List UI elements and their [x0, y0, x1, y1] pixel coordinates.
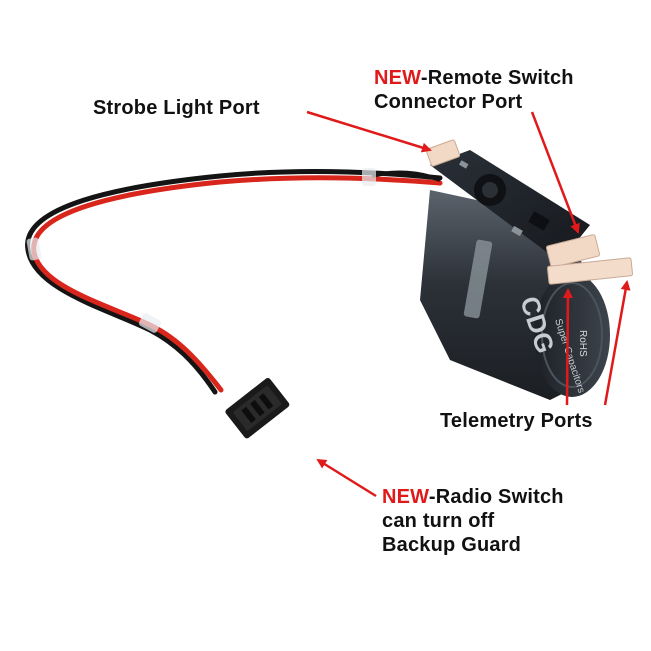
remote-switch-connector [546, 234, 600, 268]
new-tag: NEW [382, 486, 429, 508]
new-tag: NEW [374, 67, 421, 89]
wire-black-lower [371, 170, 441, 182]
sleeve [138, 313, 162, 333]
arrow-telemetry-left [562, 288, 573, 406]
arrow-telemetry-right [603, 280, 631, 406]
capacitor-end [534, 273, 610, 397]
arrow-strobe [306, 110, 432, 153]
arrow-radio [316, 458, 377, 498]
strobe-connector [425, 139, 461, 167]
arrow-remote [530, 111, 580, 234]
arrow-icon [306, 110, 631, 498]
cable [25, 168, 443, 395]
wire-red [31, 175, 443, 393]
remote-switch-label: NEW-Remote Switch Connector Port [374, 67, 574, 113]
strobe-light-label: Strobe Light Port [93, 97, 260, 119]
radio-switch-label: NEW-Radio Switch can turn off Backup Gua… [382, 486, 564, 556]
telemetry-connectors [546, 257, 634, 285]
sleeve [26, 237, 42, 261]
servo-plug [225, 377, 290, 439]
circuit-board [430, 150, 590, 262]
telemetry-label: Telemetry Ports [440, 410, 593, 432]
rohs-print: RoHS [577, 330, 588, 357]
sleeve [362, 168, 376, 186]
